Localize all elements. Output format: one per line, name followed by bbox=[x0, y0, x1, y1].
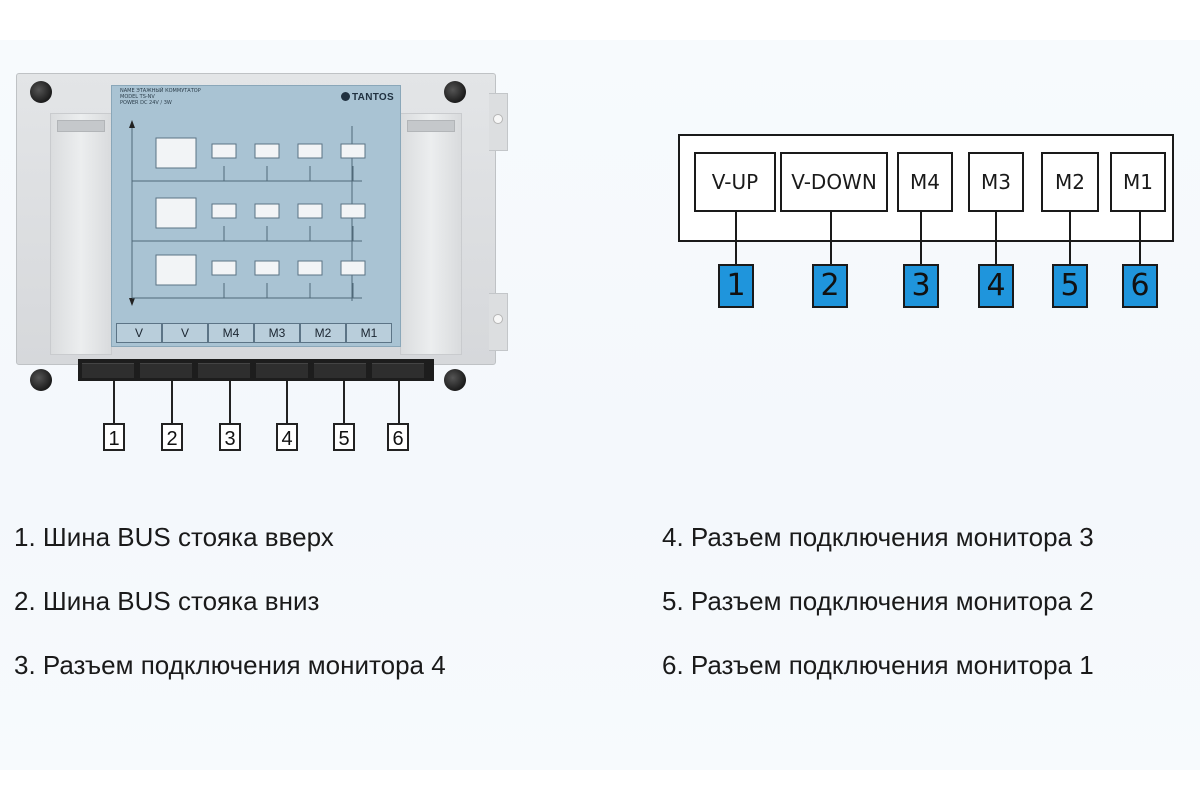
connector-line bbox=[830, 212, 832, 264]
panel-power-text: POWER DC 24V / 3W bbox=[120, 100, 172, 106]
mounting-ear-bottom bbox=[489, 293, 508, 351]
terminal-label: M4 bbox=[208, 323, 254, 343]
legend-item: 3. Разъем подключения монитора 4 bbox=[14, 650, 446, 680]
callout-leader bbox=[343, 381, 345, 423]
connector-line bbox=[920, 212, 922, 264]
connector-line bbox=[1139, 212, 1141, 264]
callout-number: 3 bbox=[219, 423, 241, 451]
brand-logo: TANTOS bbox=[341, 92, 394, 103]
screw-icon bbox=[444, 81, 466, 103]
terminal-label-row: V V M4 M3 M2 M1 bbox=[116, 323, 392, 343]
terminal-m2: M2 bbox=[1041, 152, 1099, 212]
callout-number: 2 bbox=[161, 423, 183, 451]
terminal-block bbox=[78, 359, 434, 381]
legend-item: 6. Разъем подключения монитора 1 bbox=[662, 650, 1094, 680]
legend-item: 2. Шина BUS стояка вниз bbox=[14, 586, 320, 616]
callout-leader bbox=[171, 381, 173, 423]
callout-leader bbox=[113, 381, 115, 423]
number-badge: 4 bbox=[978, 264, 1014, 308]
callout-number: 1 bbox=[103, 423, 125, 451]
screw-icon bbox=[444, 369, 466, 391]
device-photo: NAME ЭТАЖНЫЙ КОММУТАТОР MODEL TS-NV POWE… bbox=[16, 73, 508, 397]
number-badge: 3 bbox=[903, 264, 939, 308]
terminal-m3: M3 bbox=[968, 152, 1024, 212]
mounting-ear-top bbox=[489, 93, 508, 151]
terminal-v-up: V-UP bbox=[694, 152, 776, 212]
panel-model-text: MODEL TS-NV bbox=[120, 94, 155, 100]
callout-leader bbox=[398, 381, 400, 423]
terminal-m4: M4 bbox=[897, 152, 953, 212]
connector-line bbox=[735, 212, 737, 264]
connector-line bbox=[995, 212, 997, 264]
left-side-rib bbox=[50, 113, 112, 355]
callout-number: 4 bbox=[276, 423, 298, 451]
panel-info: NAME ЭТАЖНЫЙ КОММУТАТОР MODEL TS-NV POWE… bbox=[120, 88, 201, 106]
callout-number: 5 bbox=[333, 423, 355, 451]
number-badge: 6 bbox=[1122, 264, 1158, 308]
connector-line bbox=[1069, 212, 1071, 264]
brand-name: TANTOS bbox=[352, 92, 394, 103]
terminal-label: M2 bbox=[300, 323, 346, 343]
tantos-logo-icon bbox=[341, 92, 350, 101]
screw-icon bbox=[30, 81, 52, 103]
legend-item: 5. Разъем подключения монитора 2 bbox=[662, 586, 1094, 616]
terminal-v-down: V-DOWN bbox=[780, 152, 888, 212]
callout-leader bbox=[286, 381, 288, 423]
number-badge: 1 bbox=[718, 264, 754, 308]
legend-item: 1. Шина BUS стояка вверх bbox=[14, 522, 334, 552]
terminal-label: V bbox=[116, 323, 162, 343]
right-side-rib bbox=[400, 113, 462, 355]
screw-icon bbox=[30, 369, 52, 391]
terminal-label: V bbox=[162, 323, 208, 343]
callout-number: 6 bbox=[387, 423, 409, 451]
number-badge: 2 bbox=[812, 264, 848, 308]
number-badge: 5 bbox=[1052, 264, 1088, 308]
panel-name-text: NAME ЭТАЖНЫЙ КОММУТАТОР bbox=[120, 88, 201, 94]
legend-item: 4. Разъем подключения монитора 3 bbox=[662, 522, 1094, 552]
callout-leader bbox=[229, 381, 231, 423]
wiring-schematic bbox=[129, 120, 366, 306]
terminal-label: M3 bbox=[254, 323, 300, 343]
terminal-m1: M1 bbox=[1110, 152, 1166, 212]
terminal-label: M1 bbox=[346, 323, 392, 343]
device-panel: NAME ЭТАЖНЫЙ КОММУТАТОР MODEL TS-NV POWE… bbox=[111, 85, 401, 347]
